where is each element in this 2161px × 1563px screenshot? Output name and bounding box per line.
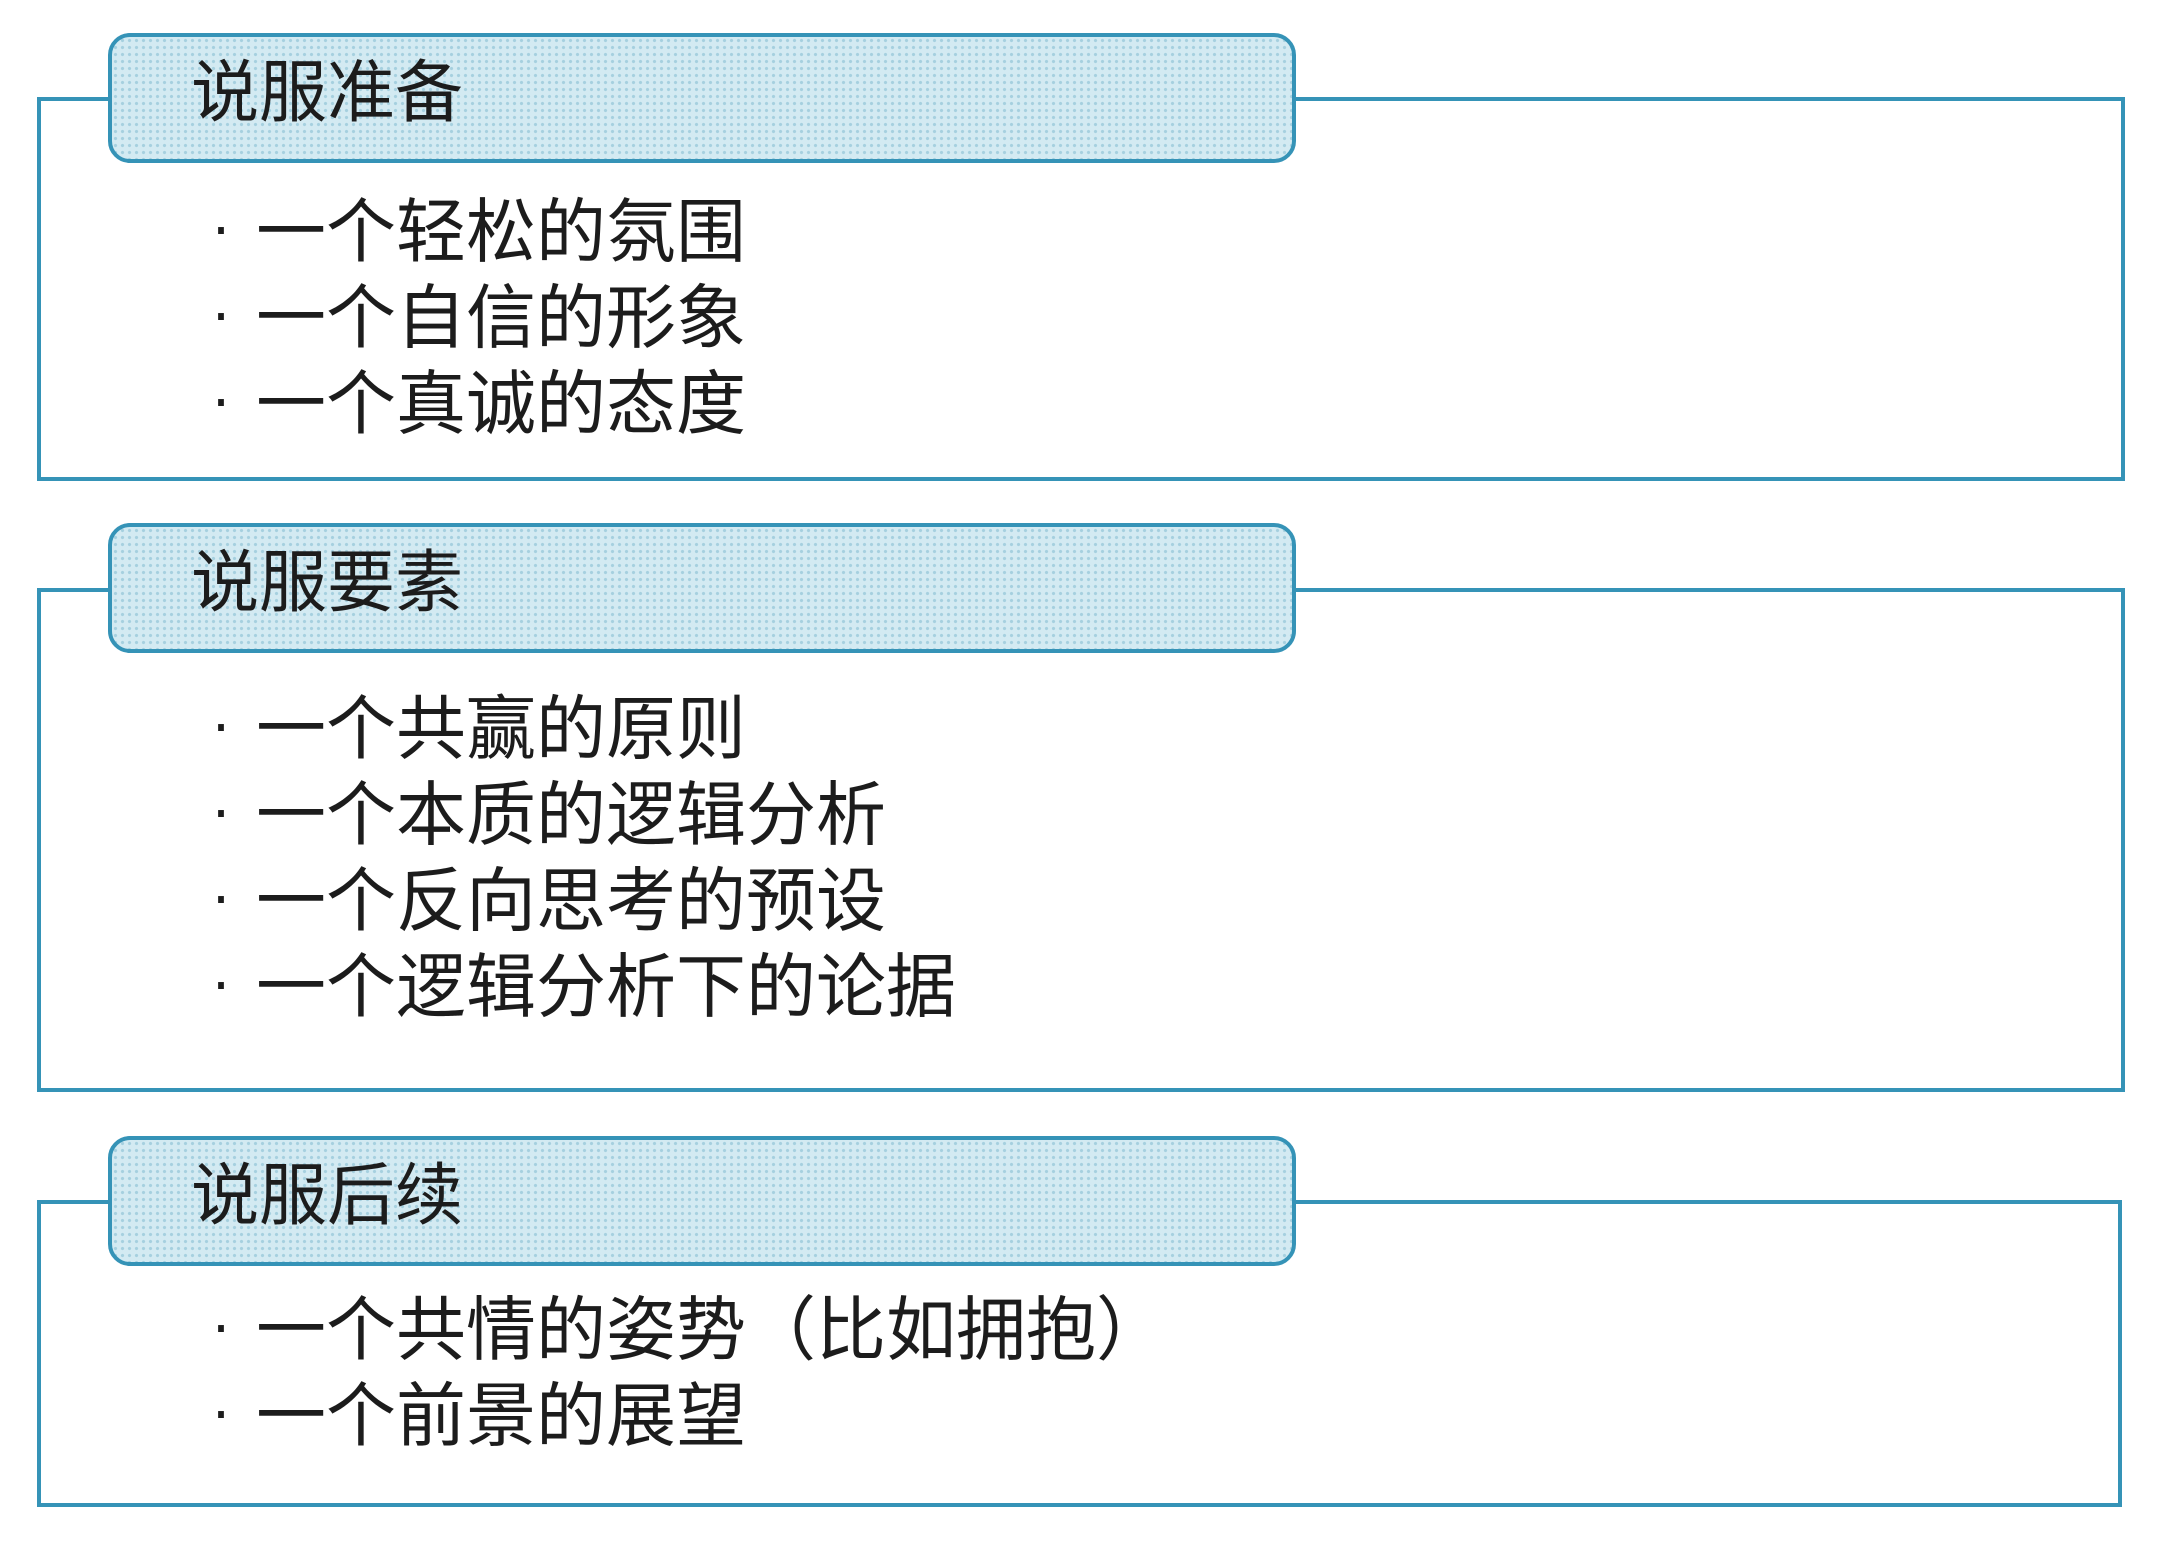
section-header: 说服后续 [108, 1136, 1296, 1266]
section-header: 说服要素 [108, 523, 1296, 653]
item-list: · 一个轻松的氛围 · 一个自信的形象 · 一个真诚的态度 [205, 189, 746, 447]
list-item: · 一个共情的姿势（比如拥抱） [205, 1287, 1166, 1373]
bullet-dot: · [212, 1383, 230, 1448]
item-list: · 一个共赢的原则 · 一个本质的逻辑分析 · 一个反向思考的预设 · 一个逻辑… [205, 686, 956, 1030]
list-item: · 一个轻松的氛围 [205, 189, 746, 275]
bullet-dot: · [212, 868, 230, 933]
section-title: 说服准备 [191, 54, 464, 133]
list-item-text: 一个真诚的态度 [256, 363, 746, 445]
list-item-text: 一个本质的逻辑分析 [256, 774, 886, 856]
list-item: · 一个自信的形象 [205, 275, 746, 361]
list-item: · 一个逻辑分析下的论据 [205, 944, 956, 1030]
section-title: 说服要素 [191, 544, 464, 623]
section-header: 说服准备 [108, 33, 1296, 163]
list-item-text: 一个自信的形象 [256, 277, 746, 359]
bullet-dot: · [212, 782, 230, 847]
bullet-dot: · [212, 696, 230, 761]
list-item-text: 一个逻辑分析下的论据 [256, 946, 956, 1028]
list-item-text: 一个反向思考的预设 [256, 860, 886, 942]
list-item-text: 一个共情的姿势（比如拥抱） [256, 1289, 1166, 1371]
list-item: · 一个前景的展望 [205, 1373, 1166, 1459]
list-item: · 一个反向思考的预设 [205, 858, 956, 944]
list-item-text: 一个轻松的氛围 [256, 191, 746, 273]
bullet-dot: · [212, 199, 230, 264]
bullet-dot: · [212, 954, 230, 1019]
bullet-dot: · [212, 371, 230, 436]
section-title: 说服后续 [191, 1157, 464, 1236]
item-list: · 一个共情的姿势（比如拥抱） · 一个前景的展望 [205, 1287, 1166, 1459]
list-item: · 一个真诚的态度 [205, 361, 746, 447]
bullet-dot: · [212, 285, 230, 350]
list-item-text: 一个前景的展望 [256, 1375, 746, 1457]
bullet-dot: · [212, 1297, 230, 1362]
list-item-text: 一个共赢的原则 [256, 688, 746, 770]
list-item: · 一个本质的逻辑分析 [205, 772, 956, 858]
list-item: · 一个共赢的原则 [205, 686, 956, 772]
